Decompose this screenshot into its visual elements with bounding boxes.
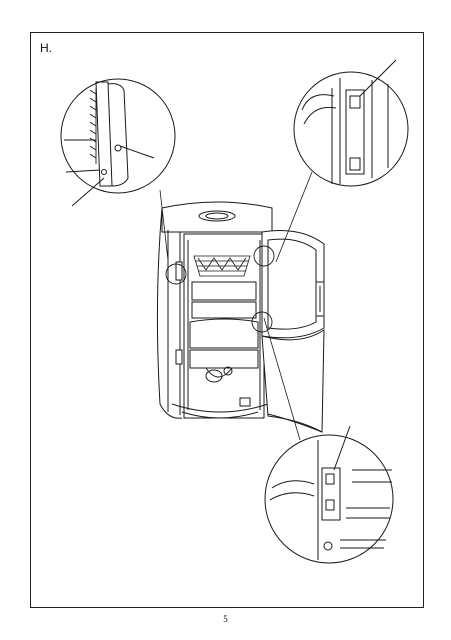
page-number: 5 [223, 614, 228, 624]
detail-callout-top-right [275, 59, 409, 263]
pointer-line [71, 177, 105, 207]
zoom-marker [253, 245, 275, 267]
detail-callout-bottom-right [263, 317, 394, 564]
pointer-line [119, 145, 155, 159]
pointer-line [333, 425, 351, 471]
pointer-line [359, 59, 397, 97]
zoom-marker [165, 263, 187, 285]
stove-door [261, 230, 325, 339]
detail-callout-left [60, 78, 176, 261]
zoom-marker [251, 311, 273, 333]
stove-body [156, 201, 273, 419]
page-frame [30, 32, 424, 608]
pointer-line [65, 169, 101, 173]
figure-label: H. [40, 41, 52, 55]
stove-side-panel [261, 329, 325, 433]
